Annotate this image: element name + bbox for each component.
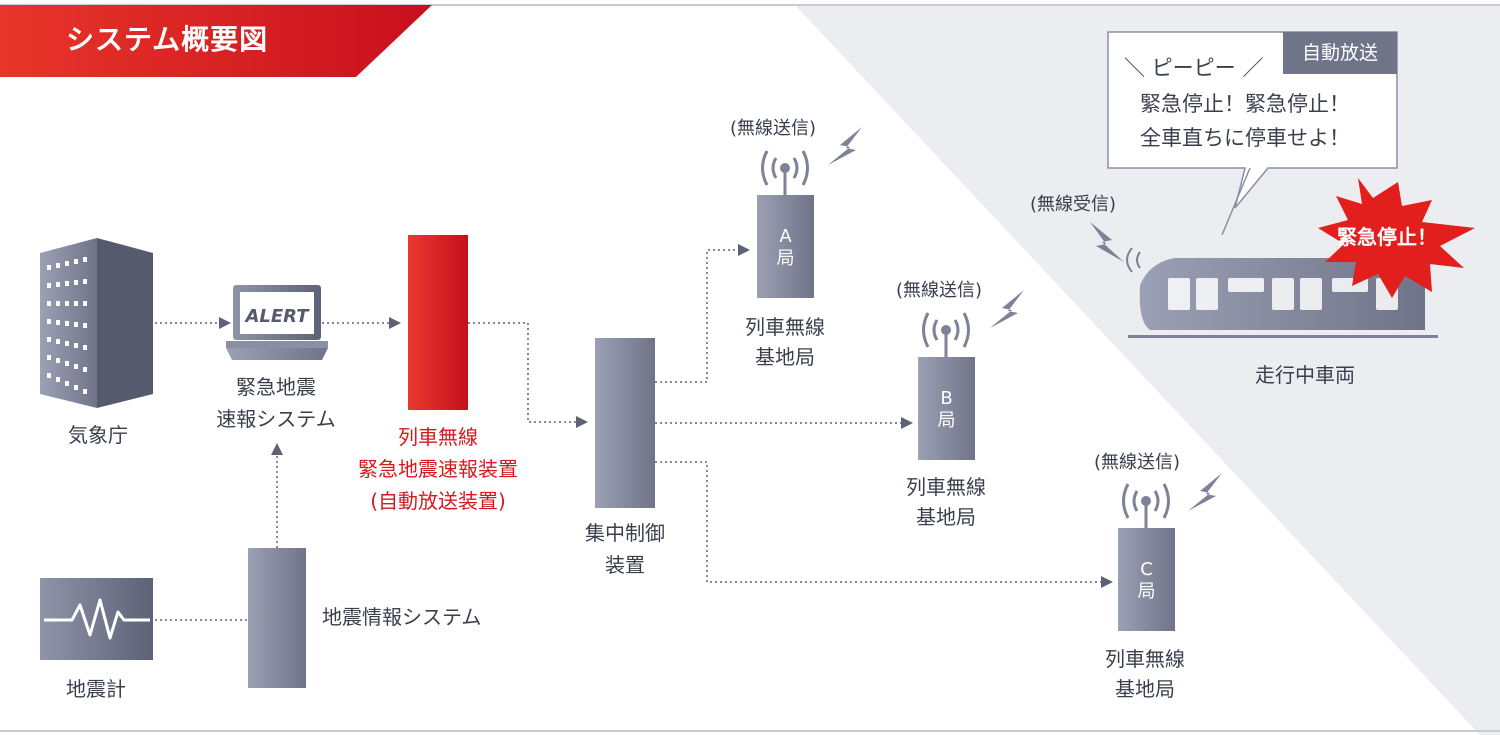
central-label-1: 集中制御 [585, 521, 665, 545]
laptop-icon [226, 285, 328, 360]
antenna-tower-b [918, 312, 975, 460]
speech-bubble [1107, 31, 1398, 236]
device-label-2: 緊急地震速報装置 [358, 457, 518, 481]
station-a-caption-1: 列車無線 [745, 315, 825, 339]
building-icon [40, 238, 153, 408]
radio-tx-a-label: (無線送信) [730, 118, 817, 139]
tower-a-kyoku: 局 [776, 248, 795, 269]
page-title: システム概要図 [66, 23, 269, 56]
bolt-icon-a [828, 127, 862, 165]
arrow-central-to-c [655, 461, 1113, 588]
title-banner [0, 5, 432, 77]
tower-c-letter: C [1140, 559, 1153, 580]
central-control-box [595, 338, 655, 508]
bubble-line-3: 全車直ちに停車せよ！ [1140, 126, 1350, 150]
device-label-3: (自動放送装置) [370, 489, 506, 513]
bubble-line-2: 緊急停止！緊急停止！ [1140, 92, 1350, 116]
station-b-caption-2: 基地局 [916, 505, 976, 529]
radio-rx-label: (無線受信) [1030, 194, 1117, 215]
seismometer-label: 地震計 [66, 677, 126, 701]
eew-device-box [408, 235, 468, 410]
radio-bolts [828, 127, 1222, 511]
eew-system-label-1: 緊急地震 [236, 375, 316, 399]
bolt-icon-c [1188, 473, 1222, 511]
background-panel [795, 5, 1500, 735]
station-b-caption-1: 列車無線 [906, 475, 986, 499]
station-c-caption-1: 列車無線 [1105, 647, 1185, 671]
central-label-2: 装置 [605, 553, 645, 577]
seismometer-icon [40, 578, 153, 660]
quake-info-system-box [248, 548, 306, 688]
tower-c-kyoku: 局 [1137, 581, 1156, 602]
bolt-icon-train [1090, 222, 1124, 262]
device-label-1: 列車無線 [398, 425, 478, 449]
antenna-tower-a [757, 150, 814, 298]
auto-broadcast-tag [1283, 32, 1397, 74]
bolt-icon-b [990, 290, 1024, 328]
bubble-line-1: ＼ ピーピー ／ [1124, 56, 1264, 80]
station-a-caption-2: 基地局 [755, 345, 815, 369]
burst-shape [1318, 178, 1475, 298]
connection-lines [155, 244, 1113, 621]
antenna-tower-c [1118, 483, 1175, 631]
alert-screen-text: ALERT [245, 306, 309, 327]
radio-tx-c-label: (無線送信) [1094, 452, 1181, 473]
train-caption: 走行中車両 [1255, 363, 1355, 387]
quake-info-label: 地震情報システム [322, 605, 482, 629]
tower-b-kyoku: 局 [937, 410, 956, 431]
station-c-caption-2: 基地局 [1115, 677, 1175, 701]
radio-tx-b-label: (無線送信) [896, 280, 983, 301]
eew-system-label-2: 速報システム [216, 407, 336, 431]
tower-a-letter: A [779, 226, 792, 247]
arrow-central-to-a [655, 244, 750, 383]
arrow-device-to-central [468, 322, 588, 428]
tower-b-letter: B [940, 388, 953, 409]
auto-broadcast-label: 自動放送 [1301, 42, 1378, 64]
emergency-stop-burst-text: 緊急停止！ [1337, 225, 1437, 249]
jma-label: 気象庁 [68, 423, 128, 447]
